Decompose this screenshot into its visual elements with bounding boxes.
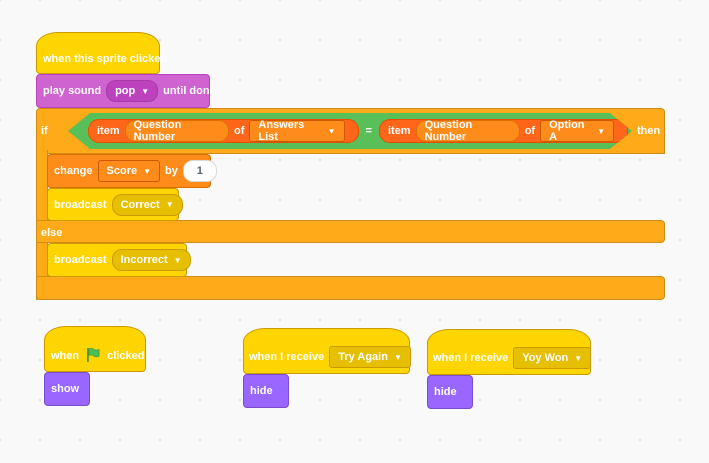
green-flag-icon (85, 347, 101, 366)
index-variable-label: Question Number (424, 119, 473, 143)
hide-label: hide (434, 386, 457, 398)
list-dropdown-right[interactable]: Option A ▼ (540, 120, 614, 142)
show-block[interactable]: show (44, 372, 90, 406)
if-else-bottom-arm[interactable] (36, 276, 665, 300)
hide-label: hide (250, 385, 273, 397)
dropdown-arrow-icon: ▼ (143, 166, 152, 176)
index-variable-label: Question Number (133, 119, 182, 143)
play-sound-block[interactable]: play sound pop ▼ until done (36, 74, 216, 108)
dropdown-arrow-icon: ▼ (165, 200, 174, 209)
list-dropdown-left[interactable]: Answers List ▼ (249, 120, 344, 142)
when-label: when (51, 350, 80, 362)
change-label: change (54, 165, 93, 177)
item-label: item (97, 125, 120, 137)
message-dropdown[interactable]: Correct ▼ (111, 193, 183, 216)
broadcast-correct-block[interactable]: broadcast Correct ▼ (47, 188, 183, 221)
by-label: by (165, 165, 178, 177)
show-label: show (51, 383, 80, 395)
message-value: Try Again (338, 351, 388, 363)
when-receive-label: when I receive (433, 352, 509, 364)
if-label: if (41, 125, 48, 137)
change-score-block[interactable]: change Score ▼ by 1 (47, 154, 217, 188)
dropdown-arrow-icon: ▼ (327, 126, 336, 136)
when-flag-clicked-hat[interactable]: when clicked (44, 326, 146, 372)
sound-dropdown[interactable]: pop ▼ (106, 80, 159, 102)
when-receive-label: when I receive (249, 351, 325, 363)
of-label: of (524, 125, 536, 137)
message-dropdown[interactable]: Yoy Won ▼ (513, 347, 592, 369)
clicked-label: clicked (107, 350, 145, 362)
if-else-middle-arm[interactable] (36, 220, 665, 243)
hide-block-yoy-won[interactable]: hide (427, 375, 473, 409)
message-dropdown[interactable]: Try Again ▼ (329, 346, 411, 368)
when-receive-try-again-hat[interactable]: when I receive Try Again ▼ (243, 328, 411, 374)
message-value: Correct (120, 198, 160, 211)
index-variable-left[interactable]: Question Number (125, 120, 229, 142)
dropdown-arrow-icon: ▼ (393, 352, 402, 362)
message-value: Yoy Won (522, 352, 569, 364)
broadcast-label: broadcast (54, 198, 107, 211)
hide-block-try-again[interactable]: hide (243, 374, 289, 408)
when-receive-yoy-won-hat[interactable]: when I receive Yoy Won ▼ (427, 329, 592, 375)
until-done-label: until done (163, 85, 216, 97)
hat-label: when this sprite clicked (43, 53, 168, 65)
dropdown-arrow-icon: ▼ (141, 86, 150, 96)
index-variable-right[interactable]: Question Number (416, 120, 520, 142)
then-label: then (637, 125, 661, 137)
sound-value: pop (115, 85, 136, 97)
equals-operator-block[interactable]: item Question Number of Answers List ▼ =… (68, 113, 632, 149)
of-label: of (234, 125, 245, 137)
message-value: Incorrect (120, 254, 168, 266)
list-value: Option A (549, 119, 585, 143)
else-label: else (41, 227, 63, 239)
item-of-list-reporter-left[interactable]: item Question Number of Answers List ▼ (88, 119, 359, 143)
play-sound-label: play sound (43, 85, 102, 97)
change-amount-input[interactable]: 1 (182, 160, 217, 182)
item-label: item (387, 125, 411, 137)
item-of-list-reporter-right[interactable]: item Question Number of Option A ▼ (379, 119, 628, 143)
broadcast-label: broadcast (54, 254, 107, 266)
when-sprite-clicked-hat[interactable]: when this sprite clicked (36, 32, 167, 74)
dropdown-arrow-icon: ▼ (173, 255, 182, 265)
list-value: Answers List (258, 119, 305, 143)
dropdown-arrow-icon: ▼ (597, 126, 605, 136)
broadcast-incorrect-block[interactable]: broadcast Incorrect ▼ (47, 243, 191, 277)
variable-value: Score (106, 165, 138, 177)
variable-dropdown[interactable]: Score ▼ (97, 160, 161, 182)
equals-sign: = (365, 125, 372, 137)
dropdown-arrow-icon: ▼ (574, 353, 583, 363)
message-dropdown[interactable]: Incorrect ▼ (111, 249, 191, 271)
